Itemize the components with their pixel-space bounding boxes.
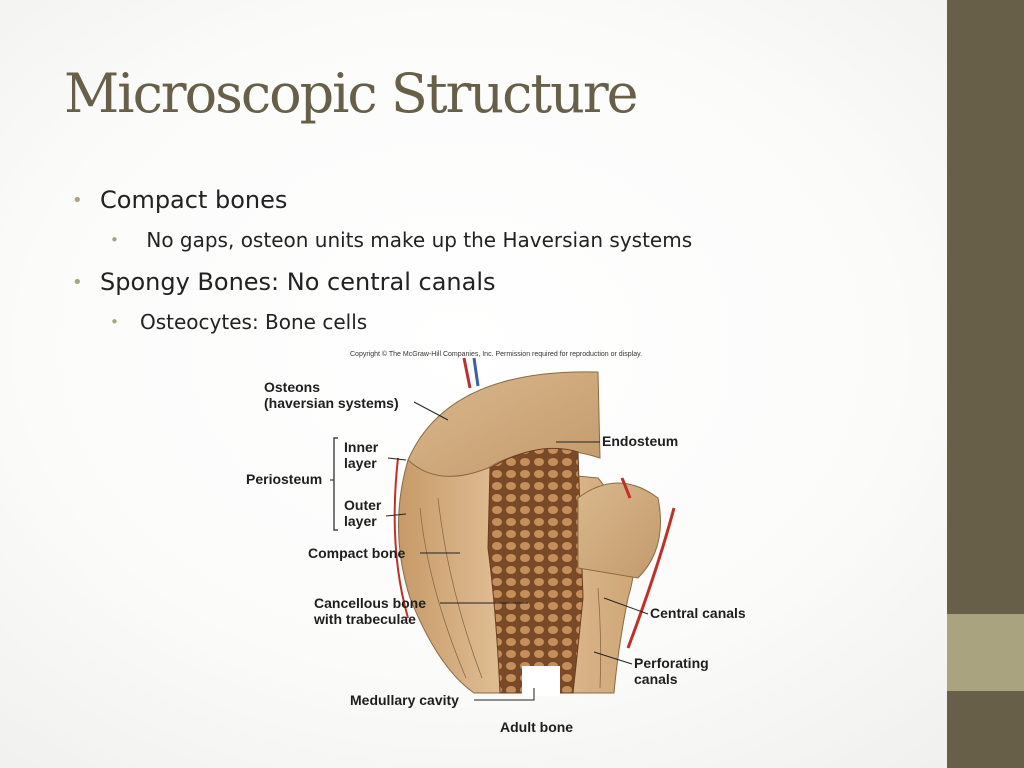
lamella-line <box>597 587 602 689</box>
blood-vessel <box>472 357 480 387</box>
figure-caption: Adult bone <box>500 719 573 735</box>
leader-line <box>387 457 407 461</box>
bullet-text: No gaps, osteon units make up the Havers… <box>140 228 693 252</box>
label-cancellous-bone: Cancellous bone <box>314 595 426 611</box>
blood-vessel <box>393 457 409 619</box>
label-endosteum: Endosteum <box>602 433 678 449</box>
cancellous-bone <box>487 447 584 694</box>
leader-line <box>474 688 535 701</box>
label-inner-layer-sub: layer <box>344 455 377 471</box>
leader-line <box>593 651 633 665</box>
label-outer-layer-sub: layer <box>344 513 377 529</box>
label-compact-bone: Compact bone <box>308 545 405 561</box>
leader-line <box>603 597 649 615</box>
periosteum-bracket <box>333 437 338 531</box>
label-cancellous-bone-sub: with trabeculae <box>313 611 416 627</box>
label-inner-layer: Inner <box>344 439 379 455</box>
leader-line <box>385 513 407 517</box>
blood-vessel <box>462 357 472 389</box>
bullet-spongy-bones: • Spongy Bones: No central canals <box>72 268 932 296</box>
label-osteons-sub: (haversian systems) <box>264 395 399 411</box>
bullet-dot-icon: • <box>72 272 83 293</box>
bullet-dot-icon: • <box>110 313 119 331</box>
label-osteons: Osteons <box>264 379 320 395</box>
slide-title: Microscopic Structure <box>64 62 639 125</box>
copyright-notice: Copyright © The McGraw-Hill Companies, I… <box>350 350 642 358</box>
blood-vessel <box>626 507 676 649</box>
bullet-no-gaps: • No gaps, osteon units make up the Have… <box>72 228 932 252</box>
bullet-text: Spongy Bones: No central canals <box>100 268 496 296</box>
leader-line <box>413 401 449 421</box>
bullet-text: Osteocytes: Bone cells <box>140 310 368 334</box>
bullet-compact-bones: • Compact bones <box>72 186 932 214</box>
label-perforating-canals-sub: canals <box>634 671 678 687</box>
lamella-line <box>437 497 483 679</box>
bone-illustration: Copyright © The McGraw-Hill Companies, I… <box>246 350 746 735</box>
lamella-line <box>419 507 467 679</box>
blood-vessel <box>620 477 632 499</box>
bullet-dot-icon: • <box>72 190 83 211</box>
bullet-dot-icon: • <box>110 231 119 249</box>
label-outer-layer: Outer <box>344 497 382 513</box>
side-band-accent-block <box>947 614 1024 691</box>
label-central-canals: Central canals <box>650 605 746 621</box>
bone-end-cap <box>577 482 661 579</box>
medullary-cavity-opening <box>522 666 560 696</box>
bone-structure-figure: Copyright © The McGraw-Hill Companies, I… <box>238 348 762 746</box>
bullet-text: Compact bones <box>100 186 288 214</box>
bullet-osteocytes: • Osteocytes: Bone cells <box>72 310 932 334</box>
bullet-list: • Compact bones • No gaps, osteon units … <box>72 186 932 350</box>
label-medullary-cavity: Medullary cavity <box>350 692 459 708</box>
label-periosteum: Periosteum <box>246 471 322 487</box>
label-perforating-canals: Perforating <box>634 655 709 671</box>
